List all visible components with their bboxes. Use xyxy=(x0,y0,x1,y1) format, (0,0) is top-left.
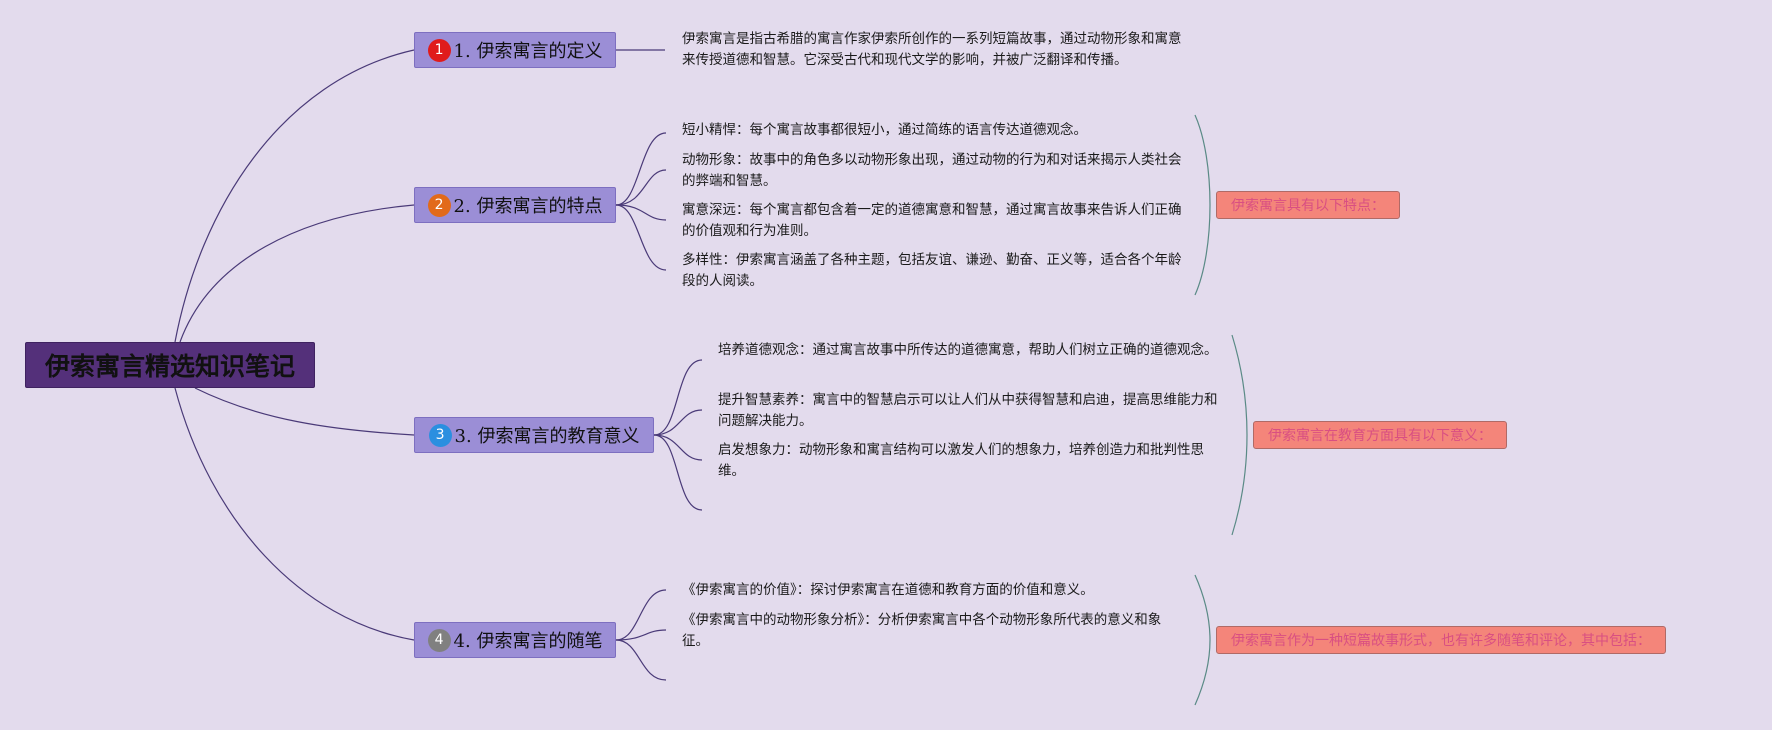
essays-summary[interactable]: 伊索寓言作为一种短篇故事形式，也有许多随笔和评论，其中包括： xyxy=(1216,626,1666,654)
branch-definition[interactable]: 1 1. 伊索寓言的定义 xyxy=(414,32,616,68)
definition-text[interactable]: 伊索寓言是指古希腊的寓言作家伊索所创作的一系列短篇故事，通过动物形象和寓意来传授… xyxy=(682,31,1182,68)
root-to-branch-2 xyxy=(179,204,415,343)
branch-4-to-item-1 xyxy=(615,589,667,641)
branch-label: 2. 伊索寓言的特点 xyxy=(453,196,603,217)
features-summary[interactable]: 伊索寓言具有以下特点： xyxy=(1216,191,1400,219)
branch-4-to-item-3 xyxy=(615,639,667,681)
branch-2-to-item-4 xyxy=(615,204,667,271)
branch-features[interactable]: 2 2. 伊索寓言的特点 xyxy=(414,187,616,223)
priority-3-icon: 3 xyxy=(428,423,452,447)
summary-bracket-3 xyxy=(1231,334,1248,536)
branch-3-to-item-2 xyxy=(653,409,703,436)
root-to-branch-1 xyxy=(174,49,415,343)
feature-item[interactable]: 多样性：伊索寓言涵盖了各种主题，包括友谊、谦逊、勤奋、正义等，适合各个年龄段的人… xyxy=(682,252,1182,289)
root-title: 伊索寓言精选知识笔记 xyxy=(44,352,295,381)
branch-3-to-item-4 xyxy=(653,434,703,511)
root-topic[interactable]: 伊索寓言精选知识笔记 xyxy=(25,342,315,388)
summary-bracket-4 xyxy=(1194,574,1211,706)
root-to-branch-4 xyxy=(174,387,415,641)
branch-3-to-item-1 xyxy=(653,359,703,436)
summary-bracket-2 xyxy=(1194,114,1211,296)
branch-2-to-item-3 xyxy=(615,204,667,221)
feature-item[interactable]: 寓意深远：每个寓言都包含着一定的道德寓意和智慧，通过寓言故事来告诉人们正确的价值… xyxy=(682,202,1182,239)
branch-label: 4. 伊索寓言的随笔 xyxy=(453,631,603,652)
branch-label: 1. 伊索寓言的定义 xyxy=(453,41,603,62)
essay-item[interactable]: 《伊索寓言的价值》：探讨伊索寓言在道德和教育方面的价值和意义。 xyxy=(682,582,1094,598)
branch-2-to-item-1 xyxy=(615,132,667,206)
priority-1-icon: 1 xyxy=(427,38,451,62)
essay-item[interactable]: 《伊索寓言中的动物形象分析》：分析伊索寓言中各个动物形象所代表的意义和象征。 xyxy=(682,612,1162,649)
education-summary[interactable]: 伊索寓言在教育方面具有以下意义： xyxy=(1253,421,1507,449)
education-item[interactable]: 提升智慧素养：寓言中的智慧启示可以让人们从中获得智慧和启迪，提高思维能力和问题解… xyxy=(718,392,1218,429)
branch-label: 3. 伊索寓言的教育意义 xyxy=(454,426,640,447)
education-item[interactable]: 培养道德观念：通过寓言故事中所传达的道德寓意，帮助人们树立正确的道德观念。 xyxy=(718,342,1218,358)
branch-essays[interactable]: 4 4. 伊索寓言的随笔 xyxy=(414,622,616,658)
education-item[interactable]: 启发想象力：动物形象和寓言结构可以激发人们的想象力，培养创造力和批判性思维。 xyxy=(718,442,1204,479)
branch-3-to-item-3 xyxy=(653,434,703,461)
priority-4-icon: 4 xyxy=(427,628,451,652)
feature-item[interactable]: 短小精悍：每个寓言故事都很短小，通过简练的语言传达道德观念。 xyxy=(682,122,1087,138)
branch-4-to-item-2 xyxy=(615,629,667,641)
root-to-branch-3 xyxy=(194,387,415,436)
branch-2-to-item-2 xyxy=(615,169,667,206)
feature-item[interactable]: 动物形象：故事中的角色多以动物形象出现，通过动物的行为和对话来揭示人类社会的弊端… xyxy=(682,152,1182,189)
priority-2-icon: 2 xyxy=(427,193,451,217)
branch-education[interactable]: 3 3. 伊索寓言的教育意义 xyxy=(414,417,654,453)
